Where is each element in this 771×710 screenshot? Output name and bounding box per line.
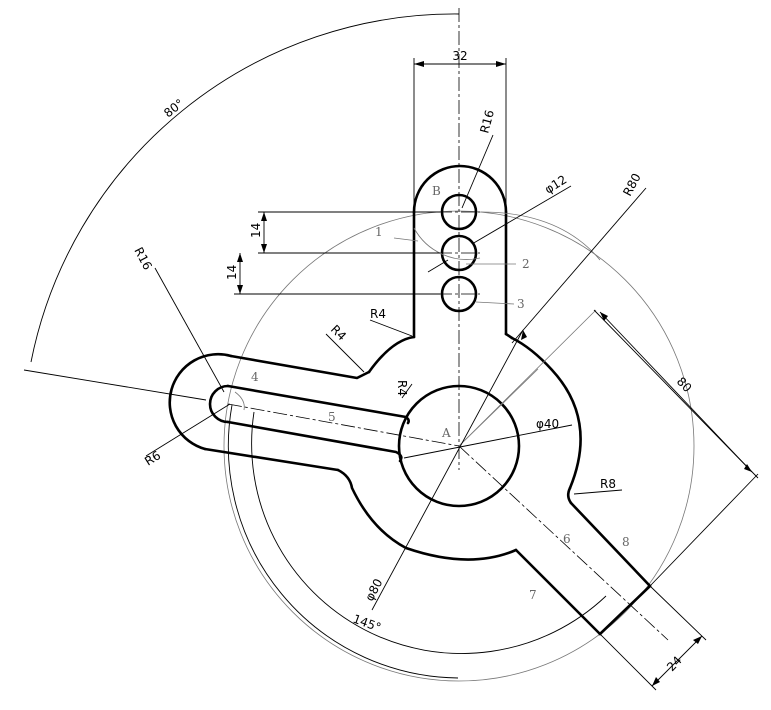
hole-b — [440, 193, 478, 231]
leader-r4-3 — [401, 383, 413, 399]
dim-label-r4-1: R4 — [328, 322, 349, 343]
label-6: 6 — [563, 532, 571, 546]
leader-r4-2 — [369, 319, 413, 337]
part-outline — [168, 164, 652, 636]
label-2: 2 — [522, 257, 530, 271]
dim-spacing-14 — [234, 211, 440, 295]
dim-label-32: 32 — [452, 49, 467, 63]
dim-label-14-b: 14 — [225, 265, 239, 280]
label-point-b: B — [432, 184, 441, 198]
dim-label-phi12: φ12 — [542, 172, 569, 196]
dim-arc-80deg — [30, 13, 460, 363]
leader-label-3 — [475, 301, 515, 305]
leader-phi80 — [371, 329, 524, 611]
dim-label-r4-3: R4 — [395, 380, 409, 396]
dim-label-r6: R6 — [142, 448, 163, 468]
label-5: 5 — [328, 410, 336, 424]
lower-arm-centerline — [458, 445, 669, 641]
leader-phi12-b — [427, 259, 449, 273]
dim-label-phi40: φ40 — [536, 417, 559, 431]
dim-width-24 — [599, 585, 707, 691]
dim-width-32 — [413, 58, 507, 212]
label-1: 1 — [375, 225, 383, 239]
leader-r16-left — [154, 267, 225, 393]
label-7: 7 — [529, 588, 537, 602]
label-point-a: A — [441, 426, 451, 440]
dim-arc-145deg-outer — [227, 404, 459, 679]
label-8: 8 — [622, 535, 630, 549]
dim-label-14-a: 14 — [249, 223, 263, 238]
leader-r6 — [145, 403, 231, 457]
dim-label-80deg: 80° — [161, 96, 186, 120]
leader-r80 — [511, 187, 647, 344]
label-3: 3 — [517, 297, 525, 311]
dim-dist-80 — [593, 309, 759, 587]
leader-phi40 — [403, 424, 573, 459]
hole-2 — [440, 234, 478, 272]
leader-r4-1 — [325, 333, 365, 373]
dim-arc-145deg — [251, 411, 607, 654]
dim-label-80: 80 — [674, 374, 695, 395]
leader-phi12 — [471, 185, 572, 245]
ext-line-left-80deg — [23, 369, 207, 401]
dim-label-r4-2: R4 — [370, 307, 386, 321]
left-arm-centerline — [227, 403, 460, 447]
hole-3 — [440, 275, 478, 313]
leader-r16-top — [461, 134, 494, 209]
dim-label-r16-top: R16 — [477, 108, 497, 134]
label-4: 4 — [251, 370, 259, 384]
leader-r8 — [573, 489, 623, 495]
hub-hole — [397, 384, 521, 508]
dim-label-phi80: φ80 — [362, 576, 385, 603]
dim-label-r8: R8 — [600, 477, 616, 491]
construction-lines — [234, 211, 601, 447]
dim-label-r16-left: R16 — [131, 245, 154, 272]
